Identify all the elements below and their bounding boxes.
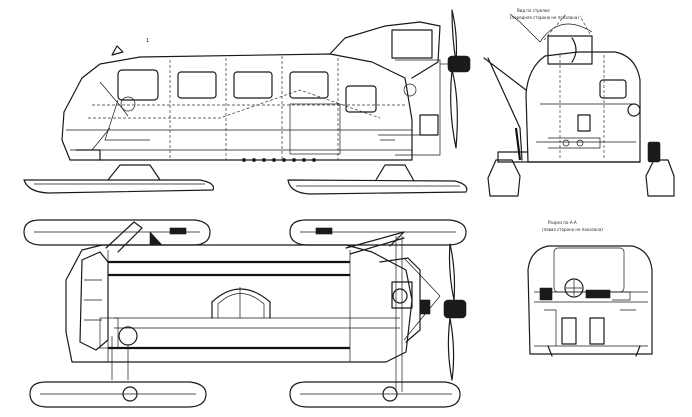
side-ski-rear [287,164,468,195]
side-ski-front [23,164,215,194]
front-strut [483,57,527,161]
plan-ski-front-right [29,381,207,408]
side-engine-nacelle [329,21,441,156]
section-steering-wheel [564,278,584,298]
front-engine [547,35,593,65]
side-body: 1 [61,38,413,162]
front-propeller-arc [539,23,593,43]
front-body [497,51,641,163]
front-elevation-view: Вид по стрелке (передняя сторона не пока… [483,8,675,197]
cross-section-view: Разрез по А-А (левая сторона не показана… [527,220,653,357]
plan-ski-rear-left [289,219,467,246]
plan-body [65,221,413,380]
section-seat-right [589,317,605,345]
plan-ski-front-left [23,219,211,246]
front-ski-left [487,159,521,197]
side-view-marker: 1 [146,38,149,44]
plan-ski-rear-right [289,381,461,408]
side-elevation-view: 1 [23,9,471,195]
front-view-note-2: (передняя сторона не показана) [510,15,579,20]
plan-propeller [443,243,467,381]
section-note: (левая сторона не показана) [542,227,603,232]
section-label: Разрез по А-А [548,220,577,225]
section-seat-left [561,317,577,345]
section-body [527,245,653,355]
plan-view [23,219,467,408]
front-view-note: Вид по стрелке [517,8,550,13]
side-propeller [440,9,471,149]
plan-engine-nacelle [345,231,441,392]
front-ski-right [645,159,675,197]
front-hub [647,141,661,163]
